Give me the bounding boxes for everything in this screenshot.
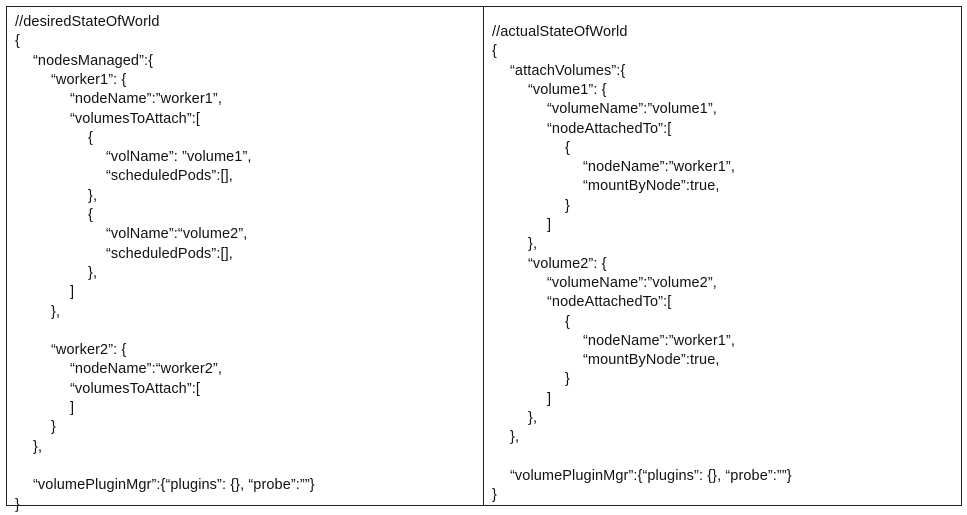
code-line: “nodesManaged”:{ xyxy=(33,52,154,69)
code-line: “scheduledPods”:[], xyxy=(106,168,233,185)
code-line: ] xyxy=(547,217,552,233)
code-line: { xyxy=(15,33,20,50)
code-line: }, xyxy=(528,236,538,253)
code-line: “mountByNode”:true, xyxy=(583,352,720,369)
code-line: “volName”: ”volume1”, xyxy=(106,149,252,166)
code-line: “nodeName”:”worker1”, xyxy=(583,159,735,176)
code-line: “volName”:“volume2”, xyxy=(106,226,248,243)
code-line: //desiredStateOfWorld xyxy=(15,14,160,30)
code-line: “nodeName”:”worker1”, xyxy=(70,91,222,108)
code-line: “nodeName”:”worker1”, xyxy=(583,332,735,349)
code-line: } xyxy=(51,419,56,436)
code-line: } xyxy=(492,487,497,504)
desired-state-panel: //desiredStateOfWorld { “nodesManaged”:{ “w… xyxy=(7,7,484,513)
code-line: “mountByNode”:true, xyxy=(583,178,720,195)
code-line: “volume1”: { xyxy=(528,81,607,98)
code-line: }, xyxy=(33,438,43,455)
code-line: { xyxy=(565,139,570,156)
code-line: “worker1”: { xyxy=(51,71,127,88)
code-line: “volumesToAttach”:[ xyxy=(70,110,201,127)
code-line: ] xyxy=(70,400,75,416)
code-line: ] xyxy=(547,390,552,407)
code-line: { xyxy=(88,207,93,223)
code-line: } xyxy=(565,371,570,388)
code-line: }, xyxy=(528,410,538,426)
code-line: } xyxy=(565,197,570,214)
code-line: “nodeAttachedTo”:[ xyxy=(547,294,672,311)
code-line: { xyxy=(88,129,93,146)
code-line: “volumePluginMgr”:{“plugins”: {}, “probe… xyxy=(510,467,792,484)
code-line: } xyxy=(15,496,20,513)
code-line: { xyxy=(565,313,570,330)
code-line: //actualStateOfWorld xyxy=(492,24,628,40)
code-line: “volumeName”:”volume2”, xyxy=(547,274,717,291)
code-line: “scheduledPods”:[], xyxy=(106,245,233,262)
code-line: “worker2”: { xyxy=(51,342,127,359)
code-line: “volume2”: { xyxy=(528,255,607,272)
code-line: “volumesToAttach”:[ xyxy=(70,380,201,397)
code-line: “nodeAttachedTo”:[ xyxy=(547,120,672,137)
code-line: “volumePluginMgr”:{“plugins”: {}, “probe… xyxy=(33,477,315,494)
code-line: “attachVolumes”:{ xyxy=(510,62,626,79)
code-line: ] xyxy=(70,284,75,301)
code-line: “nodeName”:“worker2”, xyxy=(70,361,222,378)
code-line: }, xyxy=(88,187,98,204)
actual-state-panel: //actualStateOfWorld { “attachVolumes”:{ “v… xyxy=(484,7,961,505)
code-comparison-table: //desiredStateOfWorld { “nodesManaged”:{ “w… xyxy=(6,6,962,513)
code-line: }, xyxy=(51,303,61,320)
code-line: “volumeName”:”volume1”, xyxy=(547,101,717,118)
code-line: }, xyxy=(88,264,98,281)
code-line: { xyxy=(492,43,497,60)
code-line: }, xyxy=(510,429,520,446)
